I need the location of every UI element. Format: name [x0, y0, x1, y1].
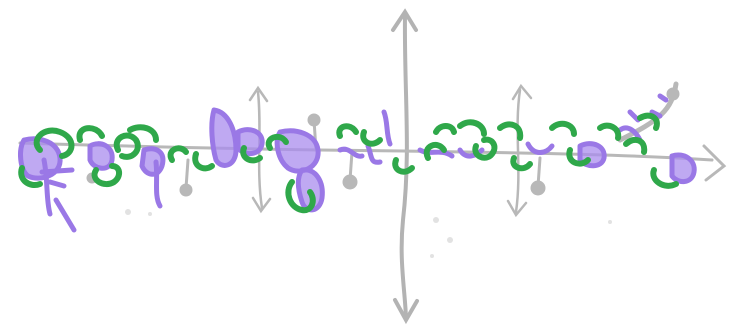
green-loop [127, 124, 159, 143]
green-loop [597, 122, 622, 141]
vertical-axis-arrowhead-bottom-icon [393, 298, 419, 325]
speckle [430, 254, 434, 258]
green-loop [497, 121, 524, 141]
green-loop [566, 147, 591, 167]
double-arrow-right-icon [514, 88, 522, 214]
speckle [433, 217, 439, 223]
green-loop [91, 163, 122, 188]
green-loop [113, 132, 141, 160]
speckle [447, 237, 453, 243]
speckle [608, 220, 612, 224]
double-arrow-right-head-bottom-icon [506, 199, 528, 218]
green-loop [423, 141, 447, 161]
green-loop [549, 120, 577, 137]
green-loop [240, 145, 263, 164]
green-loop [637, 112, 660, 131]
green-loop [623, 136, 648, 155]
green-loop [336, 123, 359, 139]
vertical-axis [391, 8, 419, 325]
lollipop-marker-icon [342, 174, 358, 190]
green-loop [392, 157, 415, 175]
green-loop [76, 125, 105, 143]
vertical-axis-line [399, 12, 409, 320]
purple-stroke [525, 141, 555, 155]
purple-blob [18, 136, 63, 181]
purple-strokes [18, 93, 697, 233]
green-loop [285, 179, 316, 214]
purple-stroke [381, 109, 393, 147]
double-arrow-left-head-top-icon [248, 85, 269, 103]
green-loop [510, 155, 533, 172]
speckle [125, 209, 131, 215]
green-loop [18, 165, 43, 188]
purple-blob [139, 146, 166, 177]
lollipop-marker-icon [666, 87, 680, 101]
green-loop [33, 127, 75, 159]
lollipop-stem [184, 158, 190, 190]
purple-stroke [153, 159, 163, 209]
purple-blob [87, 141, 115, 171]
lollipop-markers [86, 87, 680, 197]
green-strokes [18, 112, 679, 214]
green-loop [472, 136, 498, 161]
green-loop [360, 129, 383, 147]
double-arrow-left-head-bottom-icon [251, 196, 272, 214]
speckle [148, 212, 152, 216]
purple-blob [209, 107, 239, 168]
lollipop-marker-icon [307, 113, 321, 127]
green-loop [457, 119, 487, 137]
purple-stroke [649, 93, 669, 119]
green-loop [265, 133, 289, 151]
green-loop [192, 151, 215, 172]
purple-stroke [417, 147, 485, 159]
purple-blob [669, 152, 697, 184]
green-loop [650, 167, 679, 189]
double-arrow-right-head-top-icon [511, 83, 533, 101]
horizontal-axis-arrowhead-icon [702, 144, 727, 182]
lollipop-marker-icon [179, 183, 193, 197]
vertical-axis-arrowhead-top-icon [391, 8, 418, 32]
green-loop [433, 123, 457, 135]
lollipop-marker-icon [530, 180, 546, 196]
faint-speckles [125, 209, 612, 258]
green-loop [167, 145, 189, 163]
purple-stroke [337, 143, 383, 165]
purple-stroke [39, 157, 77, 233]
